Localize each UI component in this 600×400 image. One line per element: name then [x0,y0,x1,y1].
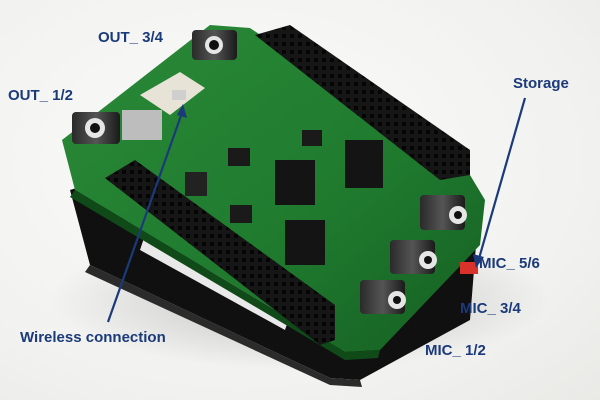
ic-4 [185,172,207,196]
base-board-edge [85,265,362,387]
ic-2 [302,130,322,146]
small-header-3 [285,220,325,265]
label-wireless-connection: Wireless connection [20,329,166,346]
header-top [255,25,470,180]
storage-arrowhead [473,254,484,268]
wireless-arrow [106,109,185,323]
label-mic-3-4: MIC_ 3/4 [460,300,521,317]
jack-mic34 [390,240,437,274]
pins-left [122,110,162,140]
jack-mic56 [420,195,467,230]
header-bottom [105,160,335,345]
wireless-arrowhead [177,104,187,118]
storage-arrow [476,97,527,263]
jack-mic12 [360,280,406,314]
small-header-1 [275,160,315,205]
small-header-2 [345,140,383,188]
label-out-1-2: OUT_ 1/2 [8,87,74,104]
cape-pcb-edge [70,190,380,360]
label-mic-1-2: MIC_ 1/2 [425,342,486,359]
label-out-3-4: OUT_ 3/4 [98,29,164,46]
label-mic-5-6: MIC_ 5/6 [479,255,540,272]
wireless-chip [172,90,186,100]
label-storage: Storage [513,75,569,92]
storage-card [460,262,478,274]
ic-3 [230,205,252,223]
ic-1 [228,148,250,166]
jack-out12 [72,112,120,144]
jack-out34 [192,30,237,60]
